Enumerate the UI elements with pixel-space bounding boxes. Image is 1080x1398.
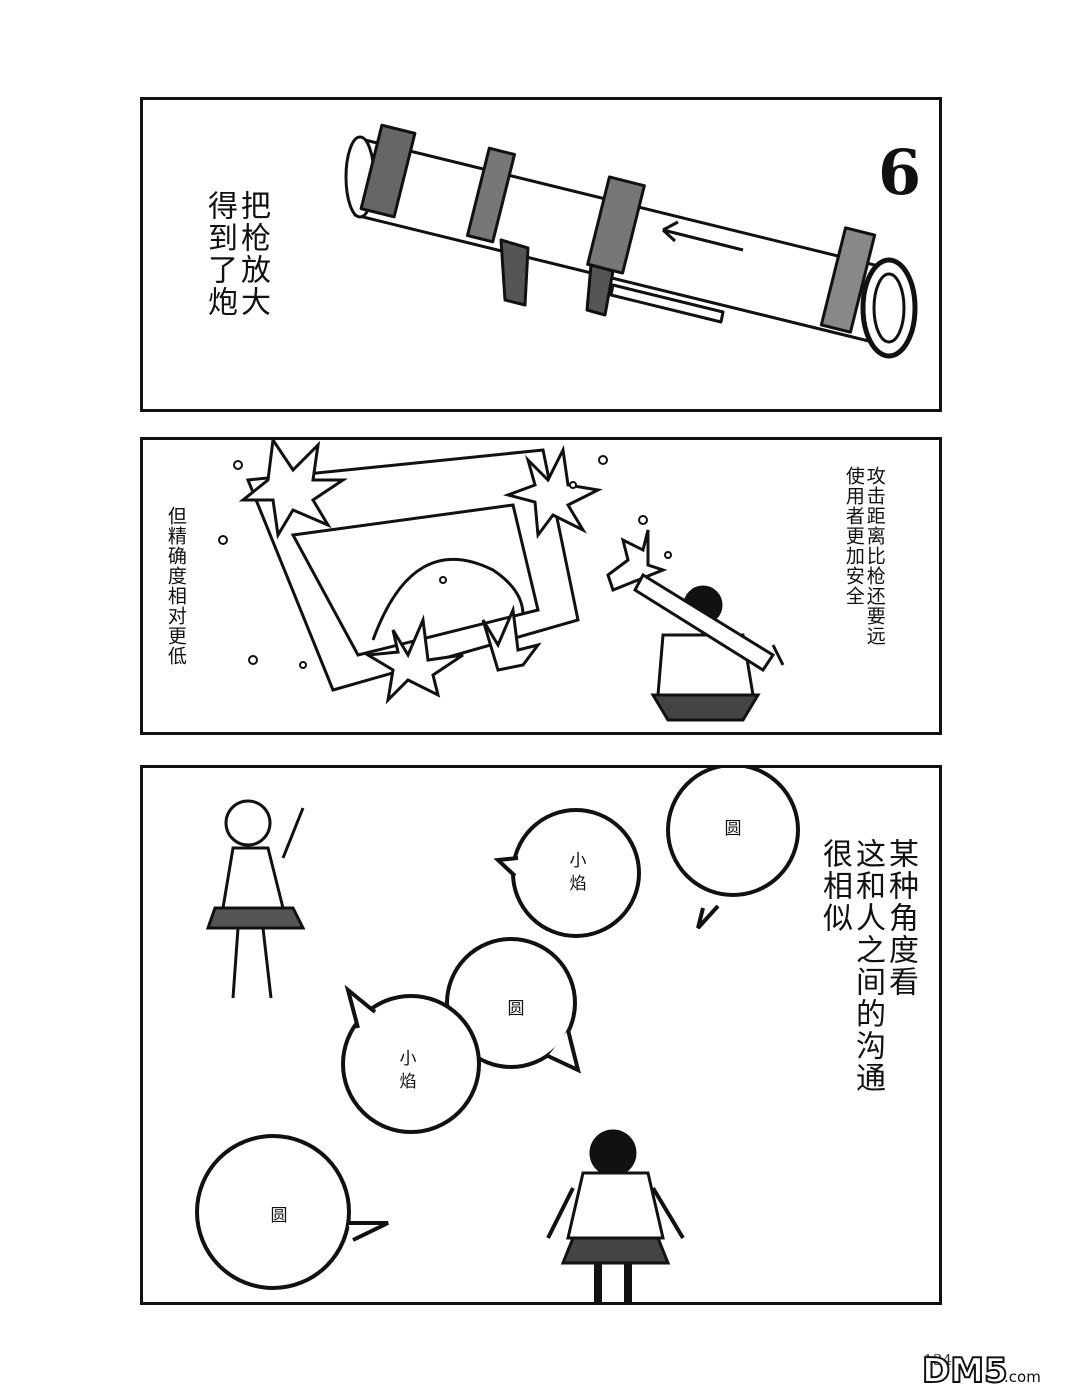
page-number: 134 bbox=[923, 1351, 952, 1369]
speech-bubble-1: 圆 bbox=[724, 819, 742, 839]
panel-2-caption-left: 但精确度相对更低 bbox=[164, 506, 187, 666]
panel-2-caption-right: 攻击距离比枪还要远 使用者更加安全 bbox=[842, 466, 886, 646]
speech-bubble-2: 小焰 bbox=[569, 851, 587, 894]
rocket-launcher-illustration bbox=[344, 123, 918, 359]
panel-1: 6 把枪放大 得到了炮 bbox=[140, 97, 942, 412]
speech-bubble-3: 圆 bbox=[507, 999, 525, 1019]
battle-scene-illustration bbox=[218, 440, 785, 722]
chapter-number: 6 bbox=[878, 136, 922, 209]
speech-bubble-4: 小焰 bbox=[399, 1049, 417, 1092]
svg-text:.com: .com bbox=[1004, 1368, 1041, 1386]
watermark-logo: DM5 .com bbox=[921, 1350, 1041, 1392]
conversation-scene-illustration bbox=[195, 768, 801, 1302]
panel-3-caption: 某种角度看 这和人之间的沟通 很相似 bbox=[817, 838, 918, 1094]
panel-3: 圆 小焰 圆 小焰 圆 某种角度看 这和人之间的沟通 很相似 bbox=[140, 765, 942, 1305]
svg-text:DM5: DM5 bbox=[922, 1351, 1008, 1391]
speech-bubble-5: 圆 bbox=[270, 1206, 288, 1226]
panel-2: 攻击距离比枪还要远 使用者更加安全 但精确度相对更低 bbox=[140, 437, 942, 735]
panel-1-caption: 把枪放大 得到了炮 bbox=[202, 190, 270, 318]
